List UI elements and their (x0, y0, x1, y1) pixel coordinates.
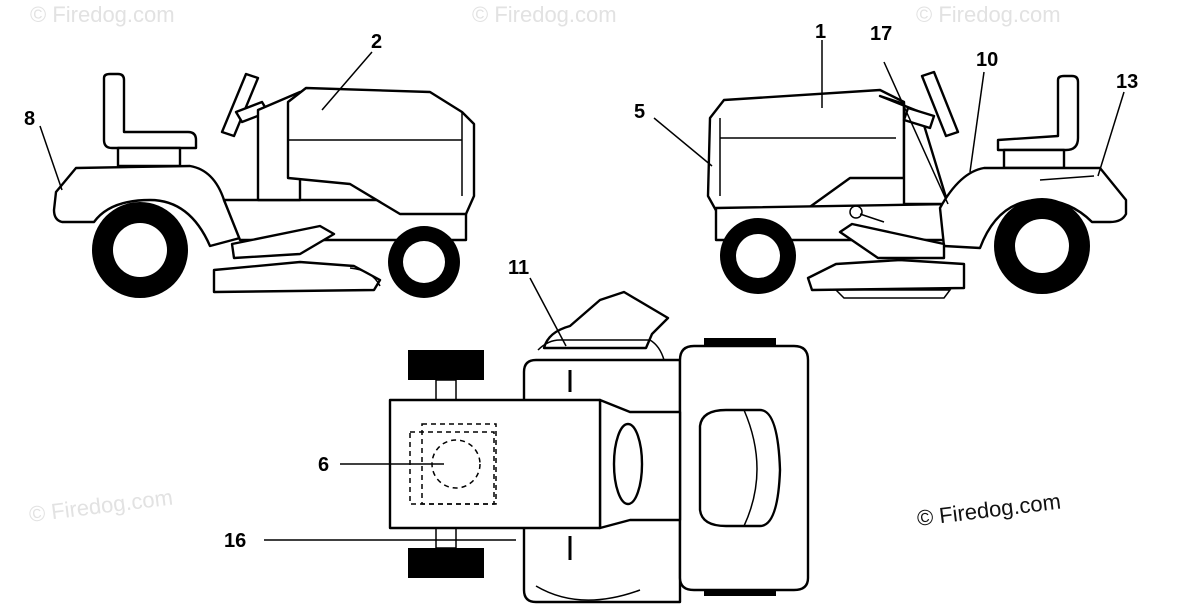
steering-column-right (902, 106, 936, 130)
pedal-arm-right (838, 222, 946, 260)
watermark-1: © Firedog.com (30, 2, 175, 27)
leader-8 (39, 125, 63, 191)
steering-top (612, 422, 644, 506)
callout-8: 8 (24, 108, 35, 130)
copyright-text: © Firedog.com (916, 489, 1063, 531)
hood-top-curve (743, 409, 758, 527)
front-wheel-right-hub (736, 234, 780, 278)
discharge-chute (542, 290, 670, 350)
seat-base-right (1002, 148, 1066, 170)
callout-10: 10 (976, 49, 998, 71)
rear-wheel-right-hub (1015, 219, 1069, 273)
steering-wheel-right (920, 70, 960, 138)
callout-1: 1 (815, 21, 826, 43)
mower-deck (212, 260, 382, 294)
rear-fender (52, 164, 242, 248)
callout-11: 11 (508, 257, 529, 279)
lever-stem (859, 213, 885, 223)
leader-5 (653, 117, 713, 167)
leader-11 (529, 277, 567, 347)
watermark-3: © Firedog.com (916, 2, 1061, 27)
callout-17: 17 (870, 23, 892, 45)
leader-10 (969, 71, 985, 173)
deck-arc (535, 585, 641, 601)
callout-2: 2 (371, 31, 382, 53)
mower-top-view (388, 290, 810, 604)
leader-2 (321, 51, 373, 111)
seat-right (996, 74, 1080, 152)
seat-base (116, 146, 182, 168)
rear-tire-top (408, 350, 484, 380)
mower-left-side-view (52, 72, 476, 298)
front-wheel-hub (403, 241, 445, 283)
leader-17 (883, 61, 949, 205)
rear-wheel-hub (113, 223, 167, 277)
watermark-2: © Firedog.com (472, 2, 617, 27)
rear-fender-right (938, 166, 1128, 250)
lever-knob (849, 205, 863, 219)
mower-right-side-view (706, 70, 1128, 299)
fender-decal (1039, 175, 1095, 181)
hood-right (706, 88, 906, 216)
axle-bottom (435, 527, 457, 549)
rear-tire-bottom (408, 548, 484, 578)
seat-shape (102, 72, 198, 150)
decal-outline-2 (421, 423, 497, 505)
deck-chute (349, 267, 381, 287)
steering-wheel (220, 72, 260, 138)
mower-deck-right (806, 258, 966, 292)
deck-skirt (834, 289, 952, 299)
hood (286, 86, 476, 216)
axle-top (435, 379, 457, 401)
watermark-4: © Firedog.com (28, 485, 175, 527)
callout-16: 16 (224, 530, 246, 552)
leader-13 (1097, 91, 1125, 177)
hood-top-grille (698, 408, 782, 528)
callout-13: 13 (1116, 71, 1138, 93)
pedal-arm (230, 224, 336, 260)
callout-6: 6 (318, 454, 329, 476)
deck-top-edge (537, 339, 665, 361)
callout-5: 5 (634, 101, 645, 123)
callout-labels: 2 8 1 17 10 13 5 11 6 16 (24, 21, 1138, 552)
leader-lines (39, 40, 1125, 541)
